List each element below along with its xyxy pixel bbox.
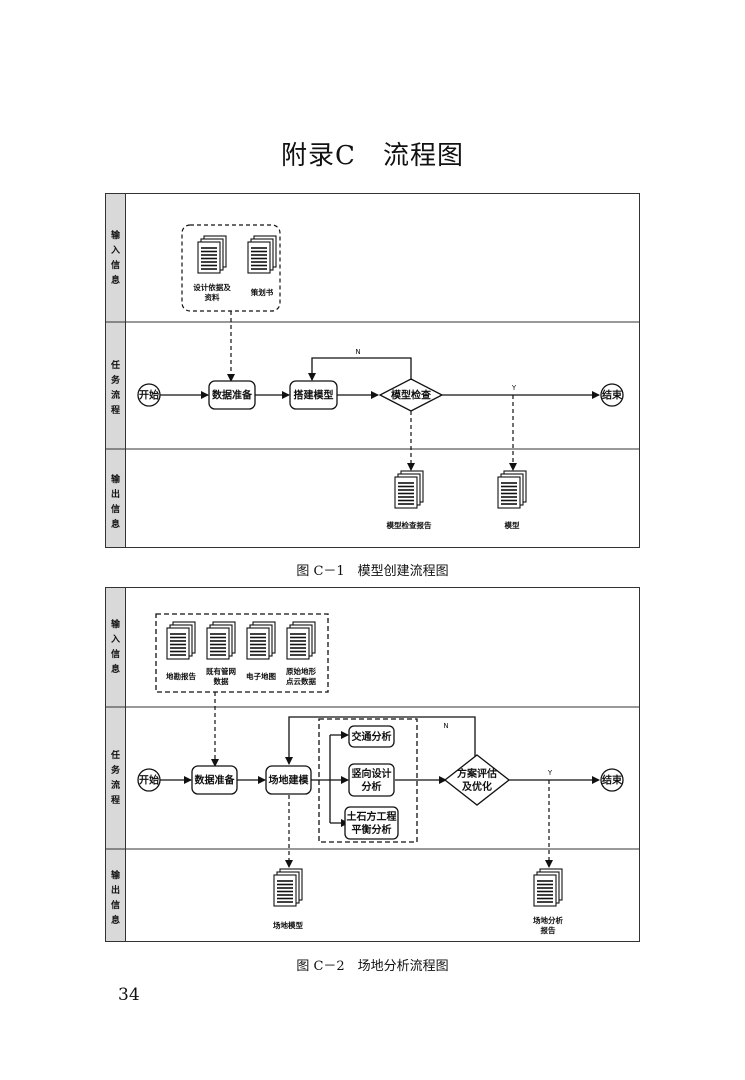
end-node [600,768,624,792]
lane-char: 任 [110,749,120,761]
lane-char: 息 [111,518,120,530]
traffic-analysis-box [348,725,395,748]
lane-label-task: 任 务 流 程 [110,359,121,416]
vertical-design-label: 竖向设计 [352,767,392,780]
model-check-label: 模型检查 [391,389,432,402]
no-flag: N [355,348,360,356]
document-icon [197,235,227,274]
start-node [137,383,161,407]
start-label: 开始 [139,774,159,787]
lane-char: 息 [111,914,120,926]
lane-label-output: 输 出 信 息 [111,473,121,530]
lane-char: 息 [111,274,120,286]
lane-char: 输 [111,869,121,881]
analysis-group-box [318,718,418,843]
end-node [600,383,624,407]
end-label: 结束 [602,389,623,402]
figure-2-flowchart: 输 入 信 息 任 务 流 程 输 出 信 息 地勘报告 既有管网 数据 电子地… [105,587,640,942]
document-icon [166,621,196,660]
figure-1-flowchart: 输 入 信 息 任 务 流 程 输 出 信 息 设计依据及 资料 策划书 N Y… [105,193,640,548]
output-doc-label: 场地分析 [533,915,563,925]
lane-char: 出 [111,488,120,500]
lane-char: 任 [110,359,120,371]
document-icon [394,470,424,509]
lane-char: 入 [110,634,120,645]
lane-label-input: 输 入 信 息 [110,229,121,286]
lane-char: 出 [111,884,120,896]
lane-char: 流 [111,389,120,401]
vertical-design-box [348,763,395,797]
lane-char: 输 [111,618,121,630]
lane-label-input: 输 入 信 息 [110,618,121,675]
input-doc-label: 电子地图 [246,671,276,681]
input-doc-label: 设计依据及 [193,282,231,292]
output-doc-label: 模型 [505,520,520,530]
yes-flag: Y [511,384,517,392]
lane-char: 入 [110,245,120,256]
output-doc-label: 模型检查报告 [387,520,432,530]
document-icon [247,235,277,274]
page-number: 34 [118,985,140,1005]
page-title: 附录C 流程图 [281,141,464,171]
lane-char: 务 [111,764,121,776]
input-doc-label: 地勘报告 [166,671,196,681]
end-label: 结束 [602,774,623,787]
data-prep-label: 数据准备 [212,389,253,402]
input-doc-label: 数据 [214,676,229,686]
document-icon [286,621,316,660]
build-model-label: 搭建模型 [294,389,334,402]
document-icon [206,621,236,660]
document-icon [273,868,303,907]
lane-char: 输 [111,473,121,485]
output-doc-label: 场地模型 [273,920,303,930]
lane-char: 信 [111,503,120,515]
data-prep-label: 数据准备 [195,774,236,787]
figure-1-caption: 图 C－1 模型创建流程图 [296,564,449,579]
lane-char: 信 [111,648,120,660]
input-doc-label: 策划书 [251,287,274,297]
site-model-box [265,765,312,795]
yes-flag: Y [547,769,553,777]
lane-char: 信 [111,259,120,271]
lane-char: 信 [111,899,120,911]
lane-char: 息 [111,663,120,675]
input-doc-label: 资料 [205,292,220,302]
no-flag: N [443,722,448,730]
document-icon [497,470,527,509]
data-prep-box [191,765,238,795]
document-icon [246,621,276,660]
build-model-box [289,380,338,410]
earthwork-label: 平衡分析 [352,823,392,836]
input-doc-label: 原始地形 [286,666,316,676]
evaluate-label: 方案评估 [457,767,497,780]
evaluate-label: 及优化 [462,780,492,793]
site-model-label: 场地建模 [269,774,310,787]
model-check-decision [378,378,444,412]
document-icon [533,868,563,907]
lane-label-output: 输 出 信 息 [111,869,121,926]
data-prep-box [208,380,256,410]
input-doc-label: 点云数据 [286,676,316,686]
start-label: 开始 [139,389,159,402]
lane-char: 输 [111,229,121,241]
start-node [137,768,161,792]
lane-char: 务 [111,374,121,386]
earthwork-box [344,806,399,840]
input-doc-label: 既有管网 [206,666,236,676]
output-doc-label: 报告 [541,925,556,935]
lane-char: 程 [111,404,120,416]
traffic-analysis-label: 交通分析 [352,730,392,743]
input-group-box [155,613,329,693]
evaluate-decision [443,754,511,806]
figure-2-caption: 图 C－2 场地分析流程图 [296,959,449,974]
earthwork-label: 土石方工程 [347,810,397,823]
vertical-design-label: 分析 [362,780,382,793]
lane-char: 流 [111,779,120,791]
lane-label-task: 任 务 流 程 [110,749,121,806]
lane-char: 程 [111,794,120,806]
